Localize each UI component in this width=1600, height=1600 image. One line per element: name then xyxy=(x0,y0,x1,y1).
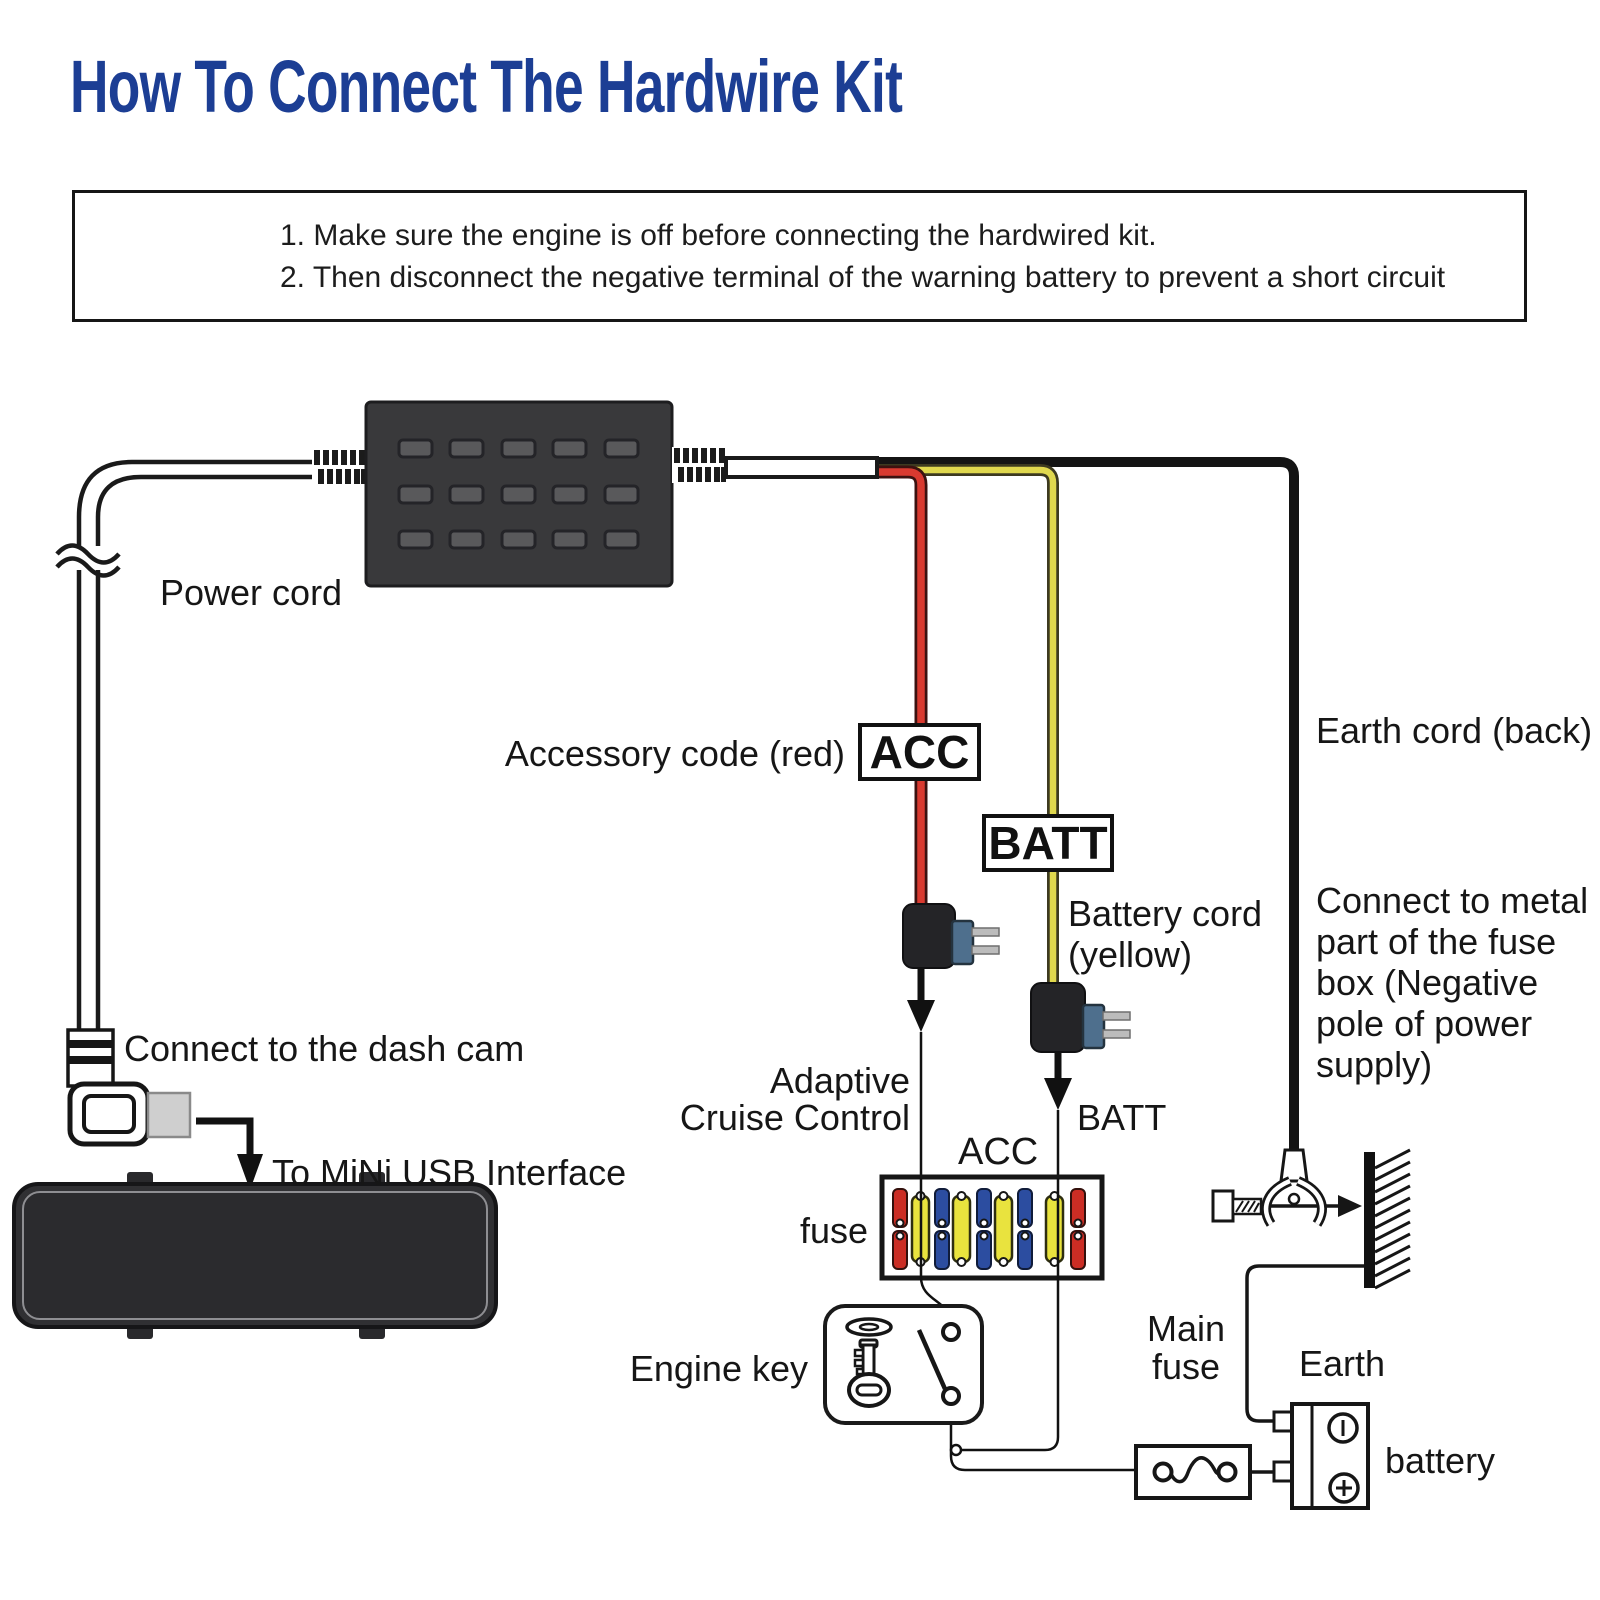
battery-negative-tab xyxy=(1272,1410,1294,1433)
batt-arrow-label: BATT xyxy=(1077,1097,1167,1138)
main-fuse xyxy=(1134,1444,1274,1500)
earth-cord-wire xyxy=(874,457,1299,1150)
connect-metal-label: Connect to metal part of the fuse box (N… xyxy=(1316,880,1588,1085)
hardwire-adapter-box xyxy=(364,400,674,588)
warning-line-1: 1. Make sure the engine is off before co… xyxy=(280,219,1157,252)
battery-cord-line1: Battery cord xyxy=(1068,893,1263,934)
battery-cord-label: Battery cord (yellow) xyxy=(1068,893,1262,975)
fuse-red-pair-left xyxy=(892,1188,908,1270)
engine-key-label: Engine key xyxy=(629,1348,808,1389)
fusebox-acc-label: ACC xyxy=(958,1131,1039,1173)
battery xyxy=(1272,1402,1370,1510)
fuse-symbol-icon xyxy=(1169,1456,1221,1484)
battery-positive-tab xyxy=(1272,1460,1294,1483)
connect-metal-line: pole of power xyxy=(1316,1003,1533,1044)
ground-symbol-icon xyxy=(1364,1148,1411,1290)
warning-box: 1. Make sure the engine is off before co… xyxy=(72,190,1527,322)
strain-relief-left xyxy=(312,449,367,485)
fuse-blue-pairs xyxy=(934,1188,1033,1270)
cord-break-icon xyxy=(55,543,121,578)
switch-contacts-icon xyxy=(916,1322,961,1406)
main-fuse-line2: fuse xyxy=(1151,1346,1221,1387)
acc-tag: ACC xyxy=(858,723,981,781)
battery-cord-wire xyxy=(877,464,1059,987)
dash-cam xyxy=(12,1172,498,1339)
fuse-box xyxy=(879,1174,1105,1281)
to-dashcam-arrow xyxy=(196,1117,263,1190)
page-title: How To Connect The Hardwire Kit xyxy=(70,45,903,128)
accessory-code-label: Accessory code (red) xyxy=(504,733,845,774)
connect-metal-line: Connect to metal xyxy=(1316,880,1589,921)
earth-cord-label: Earth cord (back) xyxy=(1316,710,1593,751)
power-cord xyxy=(76,459,314,1032)
wire-junction-dot xyxy=(949,1443,963,1457)
battery-label: battery xyxy=(1385,1440,1496,1481)
keyhole-icon xyxy=(845,1317,893,1337)
usb-connector xyxy=(66,1028,192,1147)
batt-tag: BATT xyxy=(982,814,1114,872)
output-cable xyxy=(724,456,879,479)
bolt-icon xyxy=(1211,1189,1263,1223)
earth-label: Earth xyxy=(1299,1343,1386,1384)
battery-cord-line2: (yellow) xyxy=(1068,934,1193,975)
adaptive-line2: Cruise Control xyxy=(679,1097,910,1138)
main-fuse-line1: Main xyxy=(1146,1308,1226,1349)
engine-key-switch xyxy=(823,1304,984,1425)
adaptive-line1: Adaptive xyxy=(769,1060,910,1101)
fuse-red-pair-right xyxy=(1070,1188,1086,1270)
connect-metal-line: part of the fuse xyxy=(1316,921,1557,962)
usb-plug-tip xyxy=(146,1091,192,1139)
strain-relief-right xyxy=(672,447,727,483)
fuse-label: fuse xyxy=(800,1210,869,1251)
mini-usb-label: To MiNi USB Interface xyxy=(272,1152,627,1193)
earth-clamp-icon xyxy=(1261,1148,1327,1227)
earth-connect-arrow xyxy=(1260,1195,1362,1217)
connect-metal-line: supply) xyxy=(1316,1044,1433,1085)
connect-dashcam-label: Connect to the dash cam xyxy=(124,1028,525,1069)
main-fuse-label: Main fuse xyxy=(1138,1310,1234,1386)
power-cord-label: Power cord xyxy=(160,572,343,613)
acc-fuse-tap xyxy=(902,903,1000,969)
key-icon xyxy=(847,1338,891,1408)
acc-arrow xyxy=(907,968,935,1178)
batt-arrow xyxy=(1044,1052,1072,1178)
adaptive-cruise-label: Adaptive Cruise Control xyxy=(640,1062,910,1136)
warning-line-2: 2. Then disconnect the negative terminal… xyxy=(280,261,1446,294)
battery-to-earth-wire xyxy=(1245,1264,1366,1423)
accessory-cord-wire xyxy=(876,465,928,906)
connect-metal-line: box (Negative xyxy=(1316,962,1539,1003)
batt-fuse-tap xyxy=(1030,982,1131,1053)
